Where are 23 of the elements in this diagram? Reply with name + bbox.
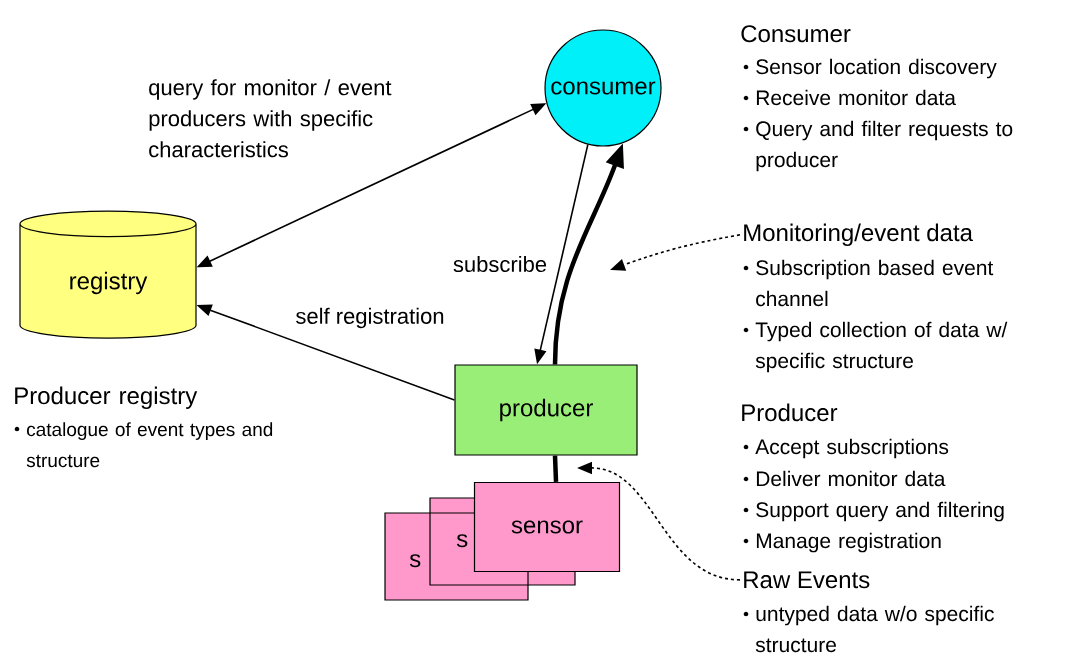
list-item: Typed collection of data w/ specific structure	[755, 321, 1008, 373]
list-item: Support query and filtering	[756, 501, 1004, 522]
list-item: Query and filter requests to producer	[756, 120, 1013, 172]
list-item: Deliver monitor data	[756, 470, 946, 487]
list-item: Receive monitor data	[756, 89, 956, 106]
heading-text: Producer registry	[15, 386, 198, 409]
list-item: Sensor location discovery	[756, 58, 997, 79]
heading-text: Producer	[742, 403, 838, 422]
list-item: Subscription based event channel	[756, 259, 994, 307]
list-item: Accept subscriptions	[755, 438, 949, 459]
edge-label: self registration	[296, 307, 444, 329]
heading-text: Monitoring/event data	[744, 223, 973, 246]
registry-cylinder: registry	[19, 210, 197, 339]
heading-text: Raw Events	[744, 571, 870, 589]
card-text: s	[409, 554, 421, 568]
list-item: untyped data w/o specific structure	[755, 605, 994, 653]
heading-text: Consumer	[741, 25, 851, 43]
edge-label: query for monitor / event producers with specific characteristics	[149, 79, 392, 158]
sensor-box: sensor	[473, 481, 621, 573]
list-item: catalogue of event types and structure	[26, 422, 273, 468]
list-item: Manage registration	[756, 532, 941, 553]
edge-label: subscribe	[453, 255, 547, 273]
producer-box: producer	[454, 364, 638, 456]
